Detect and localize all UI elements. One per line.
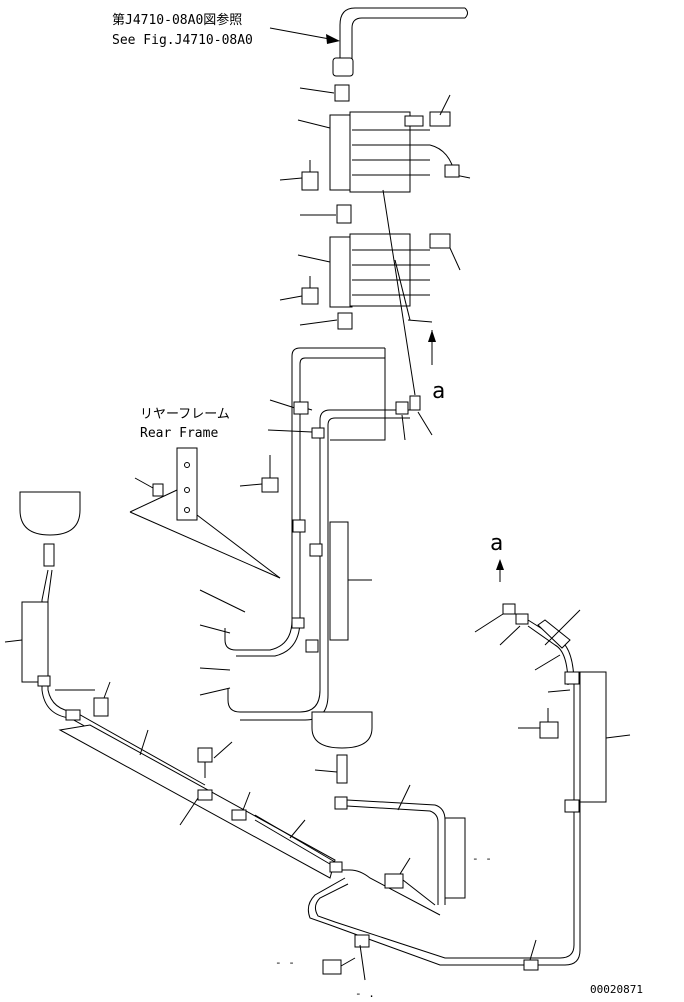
- reference-label-jp: 第J4710-08A0図参照: [112, 12, 242, 28]
- hose-icon: [332, 7, 468, 77]
- tube-assembly: [4, 569, 206, 791]
- clamp-icon: [65, 709, 81, 721]
- tube-assembly: [199, 347, 410, 721]
- bolt-icon: [322, 944, 366, 981]
- bolt-icon: [279, 160, 319, 191]
- tube-assembly: [527, 609, 631, 813]
- clamp-icon: [329, 861, 343, 873]
- fitting-icon: [395, 395, 433, 441]
- view-marker-label: a: [432, 379, 445, 404]
- tank-icon: [311, 711, 373, 784]
- fitting-icon: [299, 84, 350, 102]
- tank-icon: [19, 491, 81, 567]
- clamp-icon: [291, 401, 325, 653]
- bolt-icon: [239, 455, 279, 493]
- bolt-icon: [384, 857, 436, 906]
- valve-block-icon: [297, 233, 461, 308]
- tube-assembly: [307, 685, 581, 971]
- bolt-icon: [279, 276, 319, 305]
- view-arrow-icon: [428, 330, 436, 365]
- frame-plate-icon: [129, 447, 281, 579]
- fitting-icon: [300, 204, 352, 224]
- reference-arrow-icon: [269, 27, 340, 44]
- valve-block-icon: [297, 94, 451, 193]
- bolt-icon: [93, 681, 111, 717]
- dash-label-bottom-left: - -: [275, 956, 295, 969]
- bolt-icon: [134, 477, 164, 497]
- drawing-number: 00020871: [590, 983, 643, 996]
- clamp-icon: [179, 789, 213, 826]
- fitting-icon: [231, 791, 251, 821]
- bolt-icon: [197, 741, 233, 778]
- dash-label-right: - -: [472, 852, 492, 865]
- view-arrow-icon: [496, 559, 504, 582]
- rear-frame-label-jp: リヤーフレーム: [140, 407, 230, 422]
- rear-frame-label-en: Rear Frame: [140, 426, 218, 441]
- fitting-icon: [299, 312, 353, 330]
- hose-icon: [429, 144, 471, 179]
- view-marker-label-right: a: [490, 531, 503, 556]
- dash-label-bottom-center: - .: [355, 987, 375, 998]
- reference-label-en: See Fig.J4710-08A0: [112, 33, 253, 48]
- fitting-icon: [474, 603, 529, 646]
- bolt-icon: [518, 708, 559, 739]
